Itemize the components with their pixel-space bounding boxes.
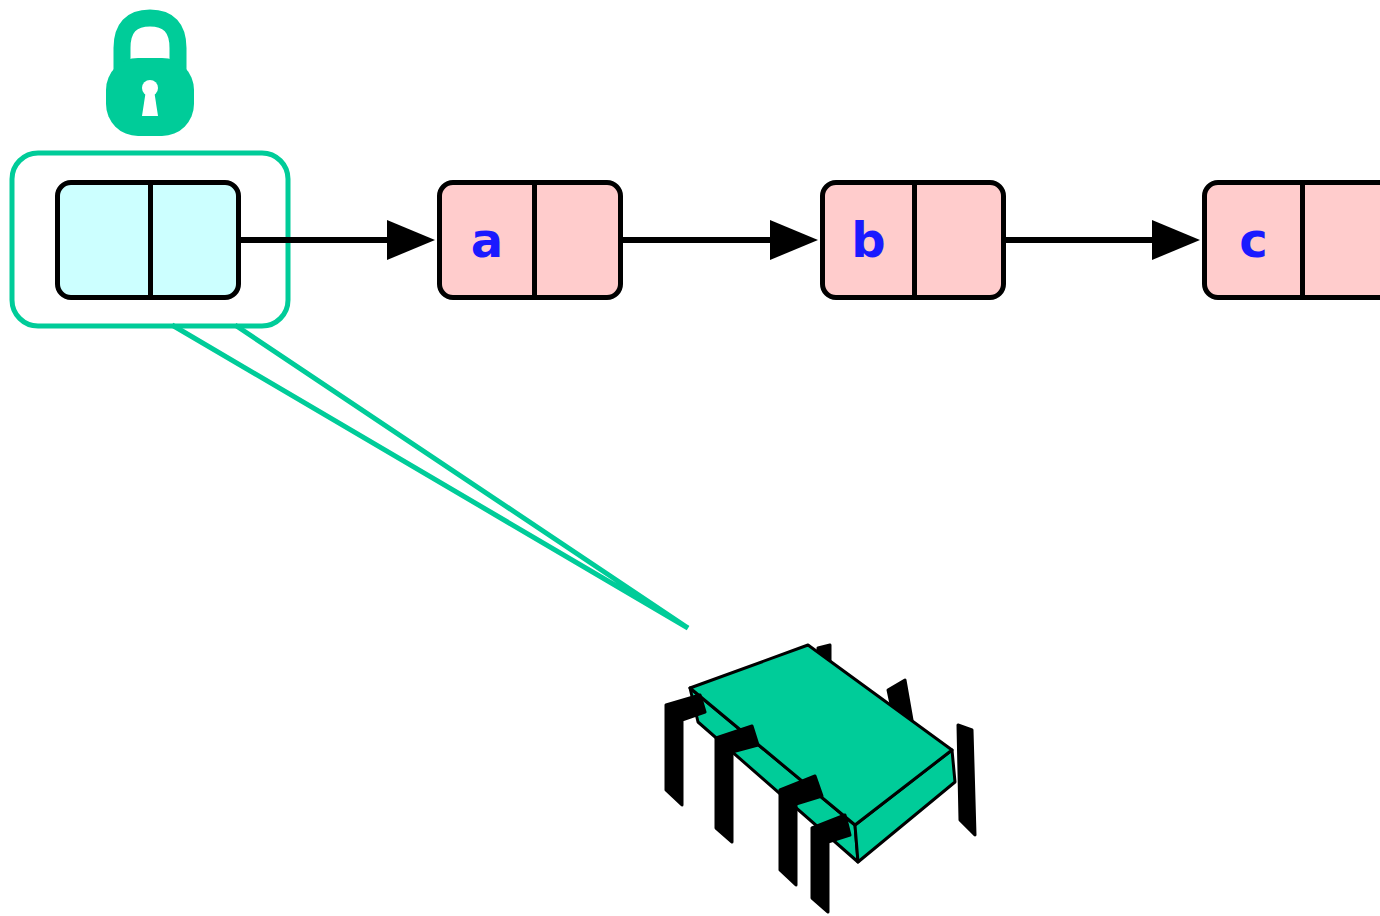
- pointer-field: [153, 185, 236, 295]
- value-field: a: [442, 185, 537, 295]
- pointer-field: [917, 185, 1001, 295]
- pointer-field: [537, 185, 618, 295]
- node-value: c: [1239, 216, 1267, 264]
- list-node: c: [1202, 180, 1380, 300]
- processor-chip: [666, 645, 975, 912]
- leader-line: [172, 325, 688, 628]
- node-value: b: [851, 216, 885, 264]
- list-node: b: [820, 180, 1006, 300]
- value-field: [60, 185, 153, 295]
- list-node: a: [437, 180, 623, 300]
- pointer-field: [1305, 185, 1380, 295]
- padlock-icon: [106, 18, 194, 136]
- value-field: c: [1207, 185, 1305, 295]
- list-node: [55, 180, 241, 300]
- value-field: b: [825, 185, 917, 295]
- node-value: a: [471, 216, 503, 264]
